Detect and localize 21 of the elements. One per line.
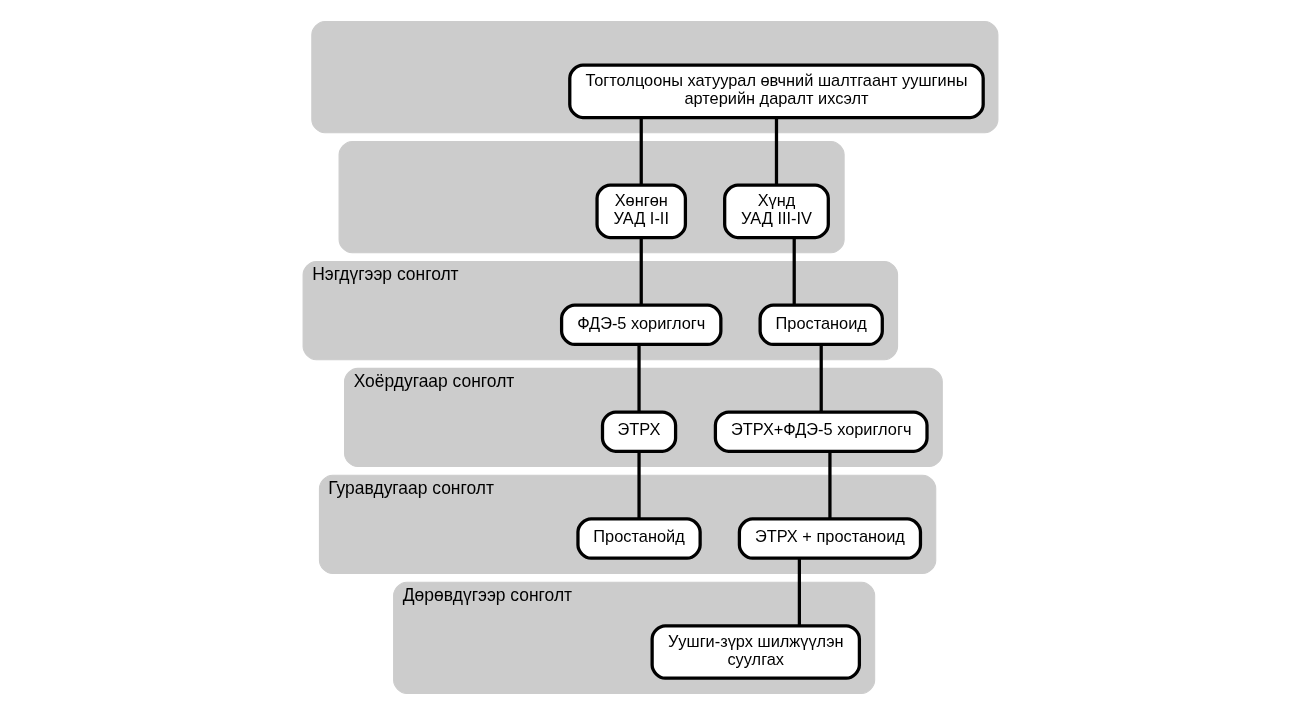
connector	[637, 344, 641, 412]
connector	[637, 451, 641, 519]
connector	[819, 344, 823, 412]
connector	[639, 237, 643, 305]
node-box: Хүнд УАД III-IV	[723, 183, 830, 240]
node-box: Простанойд	[576, 517, 702, 560]
connector	[828, 451, 832, 519]
connector	[639, 117, 643, 186]
node-box: Простаноид	[758, 303, 884, 347]
node-box: Уушги-зүрх шилжүүлэн суулгах	[650, 624, 861, 680]
node-box: ЭТРХ	[600, 410, 678, 453]
node-box: ФДЭ-5 хориглогч	[559, 303, 723, 347]
cluster	[311, 21, 999, 134]
connector	[774, 117, 779, 186]
cluster	[338, 141, 845, 254]
connector	[797, 558, 802, 626]
node-box: Хөнгөн УАД I-II	[595, 183, 688, 240]
connector	[792, 237, 796, 305]
node-box: Тогтолцооны хатуурал өвчний шалтгаант уушгины артерийн даралт ихсэлт	[568, 63, 985, 120]
node-box: ЭТРХ + простаноид	[737, 517, 923, 560]
node-box: ЭТРХ+ФДЭ-5 хориглогч	[713, 410, 929, 453]
